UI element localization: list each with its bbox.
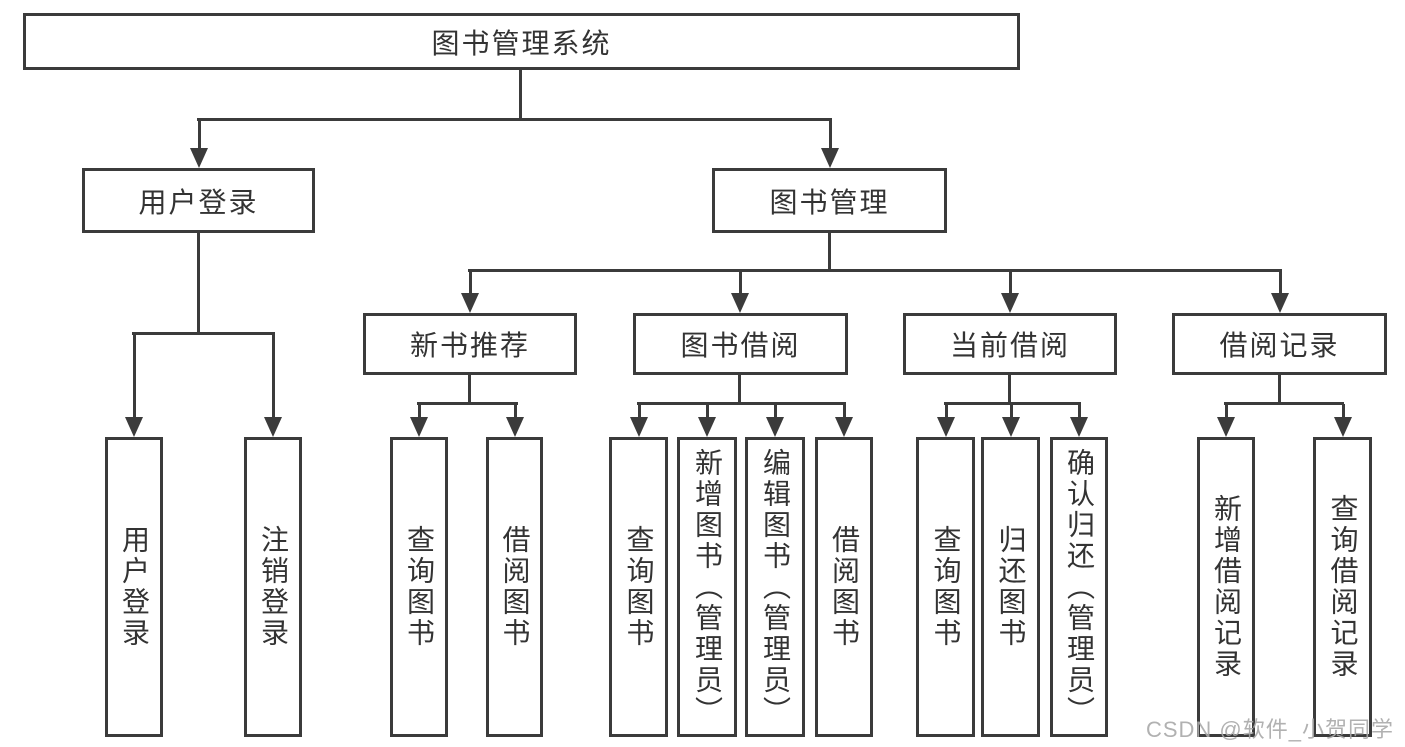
leaf-bb-edit-books-admin: 编辑图书（管理员） [745, 437, 805, 737]
arrow-down-cb-query [937, 404, 955, 437]
arrow-down-bb-add [698, 404, 716, 437]
connector-cb-stem [1008, 375, 1011, 404]
leaf-nb-query-books: 查询图书 [390, 437, 448, 737]
leaf-cb-return-books: 归还图书 [981, 437, 1040, 737]
leaf-br-query-record: 查询借阅记录 [1313, 437, 1372, 737]
node-current-borrow: 当前借阅 [903, 313, 1117, 375]
arrow-down-to-leaf-user-login [125, 334, 143, 437]
csdn-watermark: CSDN @软件_小贺同学 [1145, 717, 1394, 742]
leaf-bb-add-books-admin: 新增图书（管理员） [677, 437, 737, 737]
connector-root-stem [519, 70, 522, 119]
connector-root-bar [197, 118, 832, 121]
connector-br-bar [1224, 402, 1344, 405]
connector-bb-stem [738, 375, 741, 404]
leaf-cb-confirm-return-admin: 确认归还（管理员） [1050, 437, 1108, 737]
leaf-user-login: 用户登录 [105, 437, 163, 737]
connector-userlogin-stem [197, 233, 200, 334]
connector-nb-stem [468, 375, 471, 404]
arrow-down-cb-return [1002, 404, 1020, 437]
leaf-br-add-record: 新增借阅记录 [1197, 437, 1255, 737]
node-new-book-recommend: 新书推荐 [363, 313, 577, 375]
leaf-cb-query-books: 查询图书 [916, 437, 975, 737]
connector-userlogin-bar [132, 332, 275, 335]
connector-bookmgmt-stem [828, 233, 831, 271]
connector-cb-bar [944, 402, 1081, 405]
node-borrow-records: 借阅记录 [1172, 313, 1387, 375]
arrow-down-cb-confirm [1070, 404, 1088, 437]
arrow-down-nb-borrow [506, 404, 524, 437]
leaf-nb-borrow-books: 借阅图书 [486, 437, 543, 737]
node-book-borrow: 图书借阅 [633, 313, 848, 375]
arrow-down-bb-query [630, 404, 648, 437]
arrow-down-to-borrow-records [1271, 271, 1289, 313]
arrow-down-to-current-borrow [1001, 271, 1019, 313]
arrow-down-to-new-book-recommend [461, 271, 479, 313]
arrow-down-to-user-login [190, 119, 208, 168]
arrow-down-bb-edit [766, 404, 784, 437]
connector-nb-bar [417, 402, 518, 405]
arrow-down-to-leaf-logout [264, 334, 282, 437]
arrow-down-bb-borrow [835, 404, 853, 437]
node-user-login: 用户登录 [82, 168, 315, 233]
connector-bb-bar [637, 402, 846, 405]
leaf-bb-borrow-books: 借阅图书 [815, 437, 873, 737]
node-root: 图书管理系统 [23, 13, 1020, 70]
arrow-down-br-add [1217, 404, 1235, 437]
connector-br-stem [1278, 375, 1281, 404]
arrow-down-to-book-borrow [731, 271, 749, 313]
connector-bookmgmt-bar [468, 269, 1282, 272]
leaf-bb-query-books: 查询图书 [609, 437, 668, 737]
arrow-down-to-book-management [821, 119, 839, 168]
arrow-down-nb-query [410, 404, 428, 437]
node-book-management: 图书管理 [712, 168, 947, 233]
leaf-logout-login: 注销登录 [244, 437, 302, 737]
arrow-down-br-query [1334, 404, 1352, 437]
